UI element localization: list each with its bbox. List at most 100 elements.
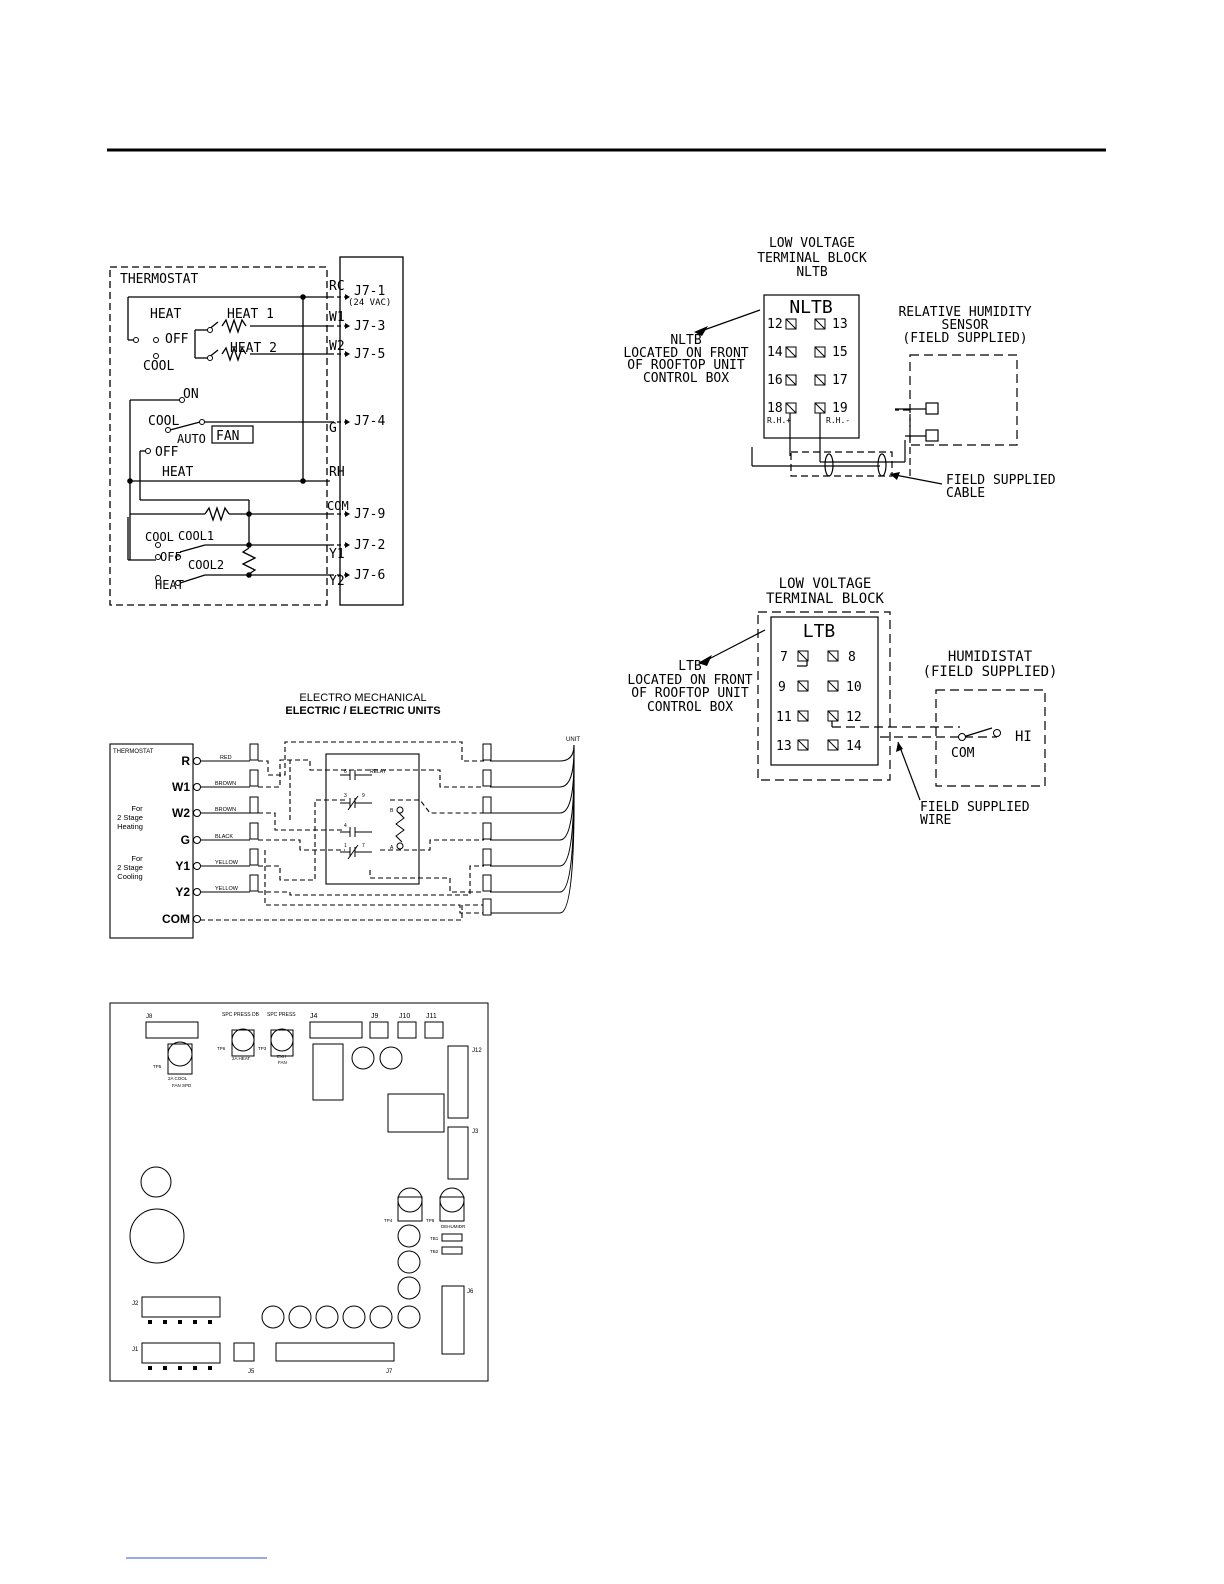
nltb-terminal-15: 15	[832, 345, 848, 360]
connector-j7-9: J7-9	[354, 507, 385, 522]
board-label-2a-heat: 2A HEAT	[232, 1056, 250, 1061]
nltb-terminal-17: 17	[832, 373, 848, 388]
nltb-block	[763, 294, 860, 439]
board-label-dehumidr: DEHUMIDR	[441, 1224, 466, 1229]
heat-switch-cool: COOL	[143, 359, 174, 374]
relay-pin-7: 7	[362, 843, 365, 849]
potentiometer-exh-fan	[270, 1029, 294, 1057]
note-heating-2: 2 Stage	[117, 813, 143, 822]
ltb-screws	[797, 650, 1001, 751]
ltb-block-title: LTB	[803, 621, 836, 642]
electro-title-2: ELECTRIC / ELECTRIC UNITS	[285, 705, 440, 717]
electro-terminal-w2: W2	[172, 806, 190, 820]
humidistat-hi: HI	[1015, 729, 1032, 745]
nltb-block-title: NLTB	[789, 297, 832, 318]
connector-j12	[447, 1045, 469, 1119]
fan-switch-auto: AUTO	[177, 432, 206, 446]
relay-pin-9: 9	[362, 793, 365, 799]
board-label-tb2: TB2	[430, 1249, 439, 1254]
nltb-terminal-19: 19	[832, 401, 848, 416]
electro-terminal-g: G	[181, 833, 190, 847]
ltb-terminal-9: 9	[778, 680, 786, 695]
potentiometer-heat	[231, 1029, 255, 1057]
nltb-leader-arrow	[694, 326, 708, 336]
fan-switch-cool: COOL	[148, 414, 179, 429]
potentiometer-dehumidr	[439, 1196, 465, 1222]
relay-pin-4: 4	[344, 823, 347, 829]
connector-j7-6: J7-6	[354, 568, 385, 583]
wire-label-1: FIELD SUPPLIED	[920, 800, 1030, 815]
connector-j4	[309, 1021, 363, 1039]
note-heating-1: For	[131, 804, 143, 813]
connector-j5	[233, 1342, 255, 1362]
terminal-com: COM	[327, 499, 349, 513]
terminal-rc: RC	[329, 279, 345, 294]
connector-j7	[275, 1342, 395, 1362]
electro-dashed-wiring	[200, 741, 484, 921]
connector-j7-5: J7-5	[354, 347, 385, 362]
connector-j8	[145, 1021, 199, 1039]
relay-pin-b: B	[390, 808, 394, 814]
connector-j7-2: J7-2	[354, 538, 385, 553]
heat2-label: HEAT 2	[230, 341, 277, 356]
ltb-leader-arrow	[698, 655, 712, 666]
ltb-terminal-13: 13	[776, 739, 792, 754]
voltage-note: (24 VAC)	[348, 298, 391, 308]
board-label-fan-spd: FAN SPD	[172, 1083, 192, 1088]
control-board-diagram	[109, 1002, 489, 1382]
wire-label-2: WIRE	[920, 813, 951, 828]
board-label-tb1: TB1	[430, 1236, 439, 1241]
board-label-tp3: TP3	[258, 1046, 267, 1051]
connector-j2	[141, 1296, 221, 1318]
nltb-screws	[785, 318, 826, 414]
nltb-rh-minus: R.H.-	[826, 416, 850, 425]
cool-switch-cool2: COOL2	[188, 558, 224, 572]
board-outline	[109, 1002, 489, 1382]
wire-color-yellow-2: YELLOW	[215, 886, 239, 892]
note-cooling-3: Cooling	[117, 872, 142, 881]
electro-mechanical-diagram	[109, 743, 575, 939]
ltb-location-3: OF ROOFTOP UNIT	[631, 686, 749, 701]
connector-j7-3: J7-3	[354, 319, 385, 334]
fan-switch-heat: HEAT	[162, 465, 193, 480]
board-label-j3: J3	[472, 1129, 479, 1135]
terminal-g: G	[329, 421, 337, 436]
note-cooling-1: For	[131, 854, 143, 863]
nltb-diagram	[703, 294, 1018, 485]
board-label-j4: J4	[310, 1013, 318, 1020]
board-label-2a-cool: 2A COOL	[168, 1076, 188, 1081]
note-cooling-2: 2 Stage	[117, 863, 143, 872]
relay-pin-6: 6	[344, 769, 347, 775]
nltb-rh-plus: R.H.+	[767, 416, 791, 425]
nltb-heading-3: NLTB	[796, 265, 827, 280]
nltb-terminal-14: 14	[767, 345, 783, 360]
nltb-terminal-16: 16	[767, 373, 783, 388]
note-heating-3: Heating	[117, 822, 143, 831]
relay-pin-1: 1	[344, 843, 347, 849]
sensor-label-1: RELATIVE HUMIDITY	[898, 305, 1031, 320]
cable-label-2: CABLE	[946, 486, 985, 501]
board-relay	[312, 1043, 344, 1101]
jumper-tb2	[441, 1246, 463, 1255]
wire-leader-arrow	[896, 742, 903, 752]
cool-switch-heat: HEAT	[155, 578, 184, 592]
board-label-j9: J9	[371, 1013, 379, 1020]
ltb-terminal-8: 8	[848, 650, 856, 665]
ltb-terminal-10: 10	[846, 680, 862, 695]
jumper-tb1	[441, 1233, 463, 1242]
board-capacitor	[140, 1166, 172, 1198]
ltb-terminal-7: 7	[780, 650, 788, 665]
board-label-j11: J11	[426, 1013, 437, 1020]
terminal-w1: W1	[329, 310, 345, 325]
ltb-heading-2: TERMINAL BLOCK	[766, 591, 885, 607]
nltb-location-4: CONTROL BOX	[643, 371, 729, 386]
thermostat-terminal-arrows	[345, 294, 350, 578]
connector-j7-1: J7-1	[354, 284, 385, 299]
electro-terminal-circles	[193, 757, 201, 923]
sensor-label-3: (FIELD SUPPLIED)	[902, 331, 1027, 346]
thermostat-contacts	[133, 327, 213, 586]
nltb-heading-1: LOW VOLTAGE	[769, 236, 855, 251]
nltb-terminal-13: 13	[832, 317, 848, 332]
cool-switch-cool: COOL	[145, 530, 174, 544]
